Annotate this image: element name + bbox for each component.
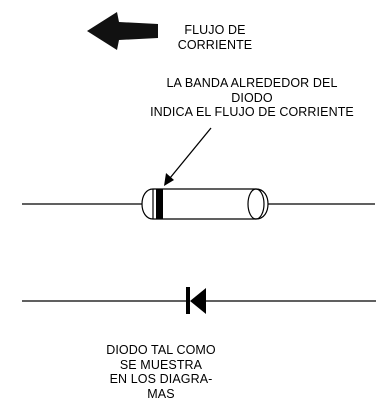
band-pointer-arrow (164, 127, 212, 186)
axial-diode-icon (22, 188, 375, 220)
band-note-label: LA BANDA ALREDEDOR DEL DIODO INDICA EL F… (121, 76, 383, 120)
schematic-note-line: SE MUESTRA (119, 357, 203, 372)
diode-symbol-icon (22, 287, 376, 314)
symbol-cathode-bar (186, 287, 190, 314)
schematic-note-line: MAS (147, 386, 175, 401)
schematic-note-line: DIODO TAL COMO (106, 343, 216, 357)
schematic-note-line: EN LOS DIAGRA- (109, 372, 213, 386)
current-flow-label: FLUJO DE CORRIENTE (140, 23, 290, 52)
band-note-line: DIODO (231, 90, 273, 105)
cathode-band (156, 189, 163, 219)
current-flow-label-line: FLUJO DE (184, 23, 246, 37)
current-flow-label-line: CORRIENTE (177, 37, 253, 52)
band-note-line: LA BANDA ALREDEDOR DEL (166, 76, 338, 90)
band-note-line: INDICA EL FLUJO DE CORRIENTE (150, 105, 354, 119)
left-arrow-icon (87, 12, 158, 50)
schematic-note-label: DIODO TAL COMO SE MUESTRA EN LOS DIAGRA-… (86, 343, 236, 401)
symbol-triangle (190, 288, 206, 314)
